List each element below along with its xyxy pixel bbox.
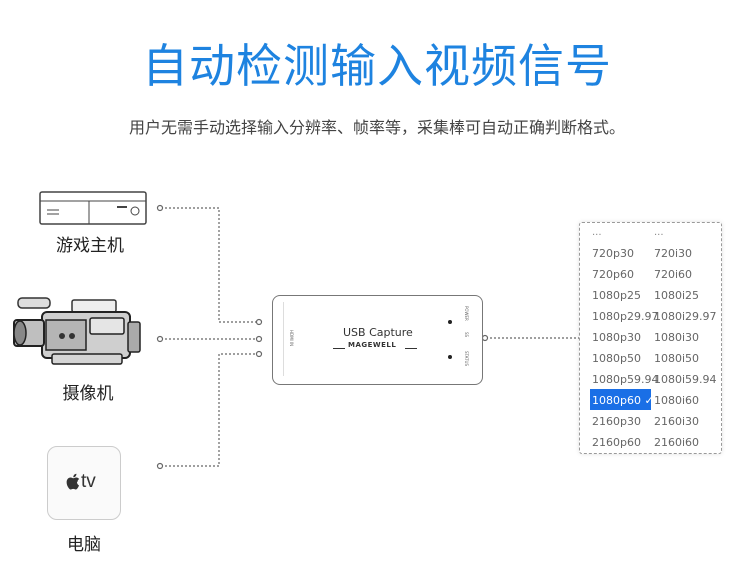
format-item: 1080i30 — [654, 331, 700, 344]
game-console-icon — [39, 191, 147, 225]
apple-tv-icon: tv — [47, 446, 121, 520]
capture-divider-left — [333, 348, 345, 349]
format-item: 1080p50 — [592, 352, 641, 365]
format-item: 720p60 — [592, 268, 634, 281]
console-node-start — [156, 204, 164, 212]
console-connector — [161, 207, 258, 323]
capture-label-status: STATUS — [464, 351, 469, 367]
capture-inner-line-left — [283, 302, 284, 376]
format-item: 2160p60 — [592, 436, 641, 449]
format-item: 2160i60 — [654, 436, 700, 449]
format-item: 720i60 — [654, 268, 693, 281]
tv-badge-text: tv — [81, 471, 96, 492]
tv-node-end — [255, 350, 263, 358]
format-item: 1080i59.94 — [654, 373, 717, 386]
format-item: 1080i50 — [654, 352, 700, 365]
usb-capture-device: USB Capture MAGEWELL HDMI IN POWER SS ST… — [272, 295, 483, 385]
format-item: 2160i30 — [654, 415, 700, 428]
format-item: 720p30 — [592, 247, 634, 260]
capture-led-top — [448, 320, 452, 324]
format-item: 720i30 — [654, 247, 693, 260]
format-item: 1080p25 — [592, 289, 641, 302]
format-item: 1080i25 — [654, 289, 700, 302]
console-node-end — [255, 318, 263, 326]
capture-led-bottom — [448, 355, 452, 359]
device-label-camera: 摄像机 — [62, 384, 114, 404]
camera-node-end — [255, 335, 263, 343]
page-title: 自动检测输入视频信号 — [142, 39, 612, 93]
format-item: 1080p59.94 — [592, 373, 659, 386]
camera-node-start — [156, 335, 164, 343]
capture-label-power: POWER — [464, 306, 469, 321]
format-item: 1080i29.97 — [654, 310, 717, 323]
format-item-selected: 1080p60 ✓ — [592, 394, 654, 407]
output-node-start — [481, 334, 489, 342]
format-ellipsis-left: ... — [592, 227, 602, 238]
device-label-computer: 电脑 — [67, 535, 101, 555]
format-item: 1080p29.97 — [592, 310, 659, 323]
format-ellipsis-right: ... — [654, 227, 664, 238]
tv-node-start — [156, 462, 164, 470]
capture-device-name: USB Capture — [343, 326, 413, 339]
format-list-panel: ... ... 720p30 720i30 720p60 720i60 1080… — [579, 222, 722, 454]
tv-connector — [161, 353, 258, 467]
format-item: 2160p30 — [592, 415, 641, 428]
capture-port-hdmi: HDMI IN — [289, 330, 294, 347]
device-label-console: 游戏主机 — [56, 236, 124, 256]
format-item: 1080p30 — [592, 331, 641, 344]
capture-label-usb: SS — [464, 332, 469, 338]
format-item: 1080i60 — [654, 394, 700, 407]
capture-device-brand: MAGEWELL — [348, 341, 397, 349]
format-selected-highlight — [590, 389, 651, 410]
apple-logo-icon — [66, 473, 80, 490]
page-subtitle: 用户无需手动选择输入分辨率、帧率等，采集棒可自动正确判断格式。 — [128, 118, 625, 137]
capture-divider-right — [405, 348, 417, 349]
video-camera-icon — [13, 297, 141, 365]
